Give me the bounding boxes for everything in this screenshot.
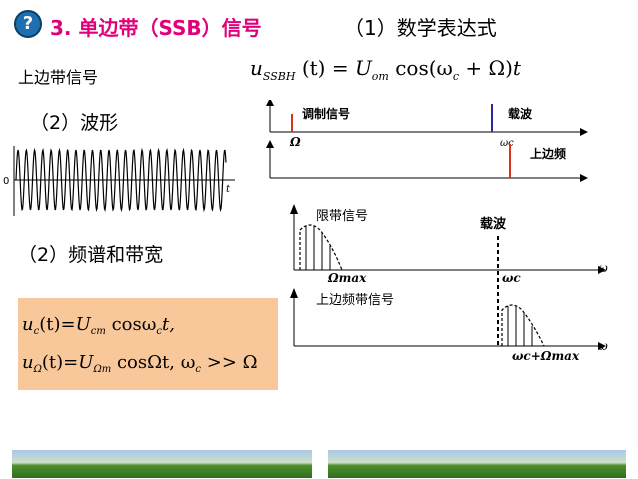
ssb-formula: uSSBH (t) = Uom cos(ωc + Ω)t <box>250 56 521 83</box>
usb-curve <box>501 304 545 347</box>
carrier-formula: uc(t)=Ucm cosωct, <box>22 314 175 337</box>
spectrum-bandwidth-heading: （2）频谱和带宽 <box>18 244 164 266</box>
svg-text:ωc+Ωmax: ωc+Ωmax <box>512 349 580 363</box>
svg-text:Ω: Ω <box>289 135 301 149</box>
wave-t-label: t <box>226 184 231 195</box>
svg-text:上边频: 上边频 <box>530 146 566 161</box>
svg-text:ω: ω <box>598 339 608 353</box>
svg-text:载波: 载波 <box>508 106 533 121</box>
footer-banner-right <box>328 450 626 478</box>
waveform-heading: （2）波形 <box>30 112 119 134</box>
upper-sideband-label: 上边带信号 <box>18 68 99 87</box>
svg-text:调制信号: 调制信号 <box>302 106 350 121</box>
spectrum-top: 调制信号 载波 Ω ωc 上边频 <box>266 100 588 182</box>
math-expression-heading: （1）数学表达式 <box>344 16 497 40</box>
slide-title: 3. 单边带（SSB）信号 <box>50 16 262 40</box>
wave-zero: 0 <box>3 176 9 187</box>
svg-text:上边频带信号: 上边频带信号 <box>316 293 394 308</box>
spectrum-band: 限带信号 Ωmax 载波 ωc ω 上边频带信号 ωc+Ωmax ω <box>290 204 608 363</box>
svg-text:ωc: ωc <box>500 138 514 149</box>
ssb-waveform: 0 t <box>3 146 235 216</box>
svg-text:ω: ω <box>598 261 608 275</box>
modulation-formula: uΩ(t)=UΩm cosΩt, ωc >> Ω <box>22 352 258 375</box>
svg-text:ωc: ωc <box>502 271 521 285</box>
carrier-modulation-formulas <box>18 298 278 390</box>
svg-text:载波: 载波 <box>480 216 507 232</box>
footer-banner-left <box>12 450 312 478</box>
svg-text:限带信号: 限带信号 <box>316 209 368 224</box>
help-icon: ? <box>14 10 42 38</box>
baseband-curve <box>299 224 343 271</box>
svg-text:Ωmax: Ωmax <box>327 271 367 285</box>
